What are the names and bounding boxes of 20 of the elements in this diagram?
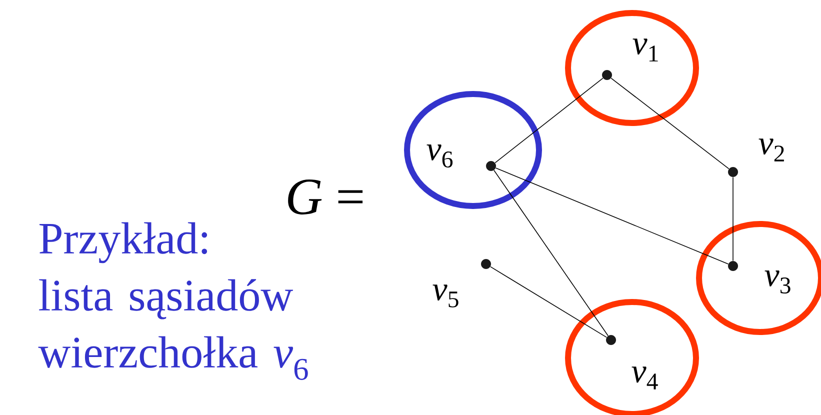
vertex-dot — [481, 259, 491, 269]
vertex-label: v$_{6}$ — [426, 144, 453, 168]
edge-line — [610, 78, 730, 170]
vertex-label: v$_{5}$ — [432, 284, 458, 308]
vertex-label: v$_{4}$ — [632, 366, 658, 390]
graph-name: G = — [288, 180, 363, 214]
vertex-label: v$_{3}$ — [764, 270, 790, 294]
edge-line — [490, 266, 607, 338]
edge-line — [495, 168, 729, 264]
vertex-label: v$_{1}$ — [632, 38, 658, 62]
caption-text: Przykład: lista sąsiadów wierzchołka v$_{6}$ — [38, 222, 308, 380]
vertex-dot — [728, 261, 738, 271]
vertex-dot — [606, 335, 616, 345]
edge-line — [494, 170, 608, 336]
vertex-dot — [728, 167, 738, 177]
vertex-dot — [602, 70, 612, 80]
edge-line — [494, 78, 604, 164]
edge-line — [732, 176, 734, 262]
vertex-label: v$_{2}$ — [758, 138, 784, 162]
vertex-dot — [486, 161, 496, 171]
